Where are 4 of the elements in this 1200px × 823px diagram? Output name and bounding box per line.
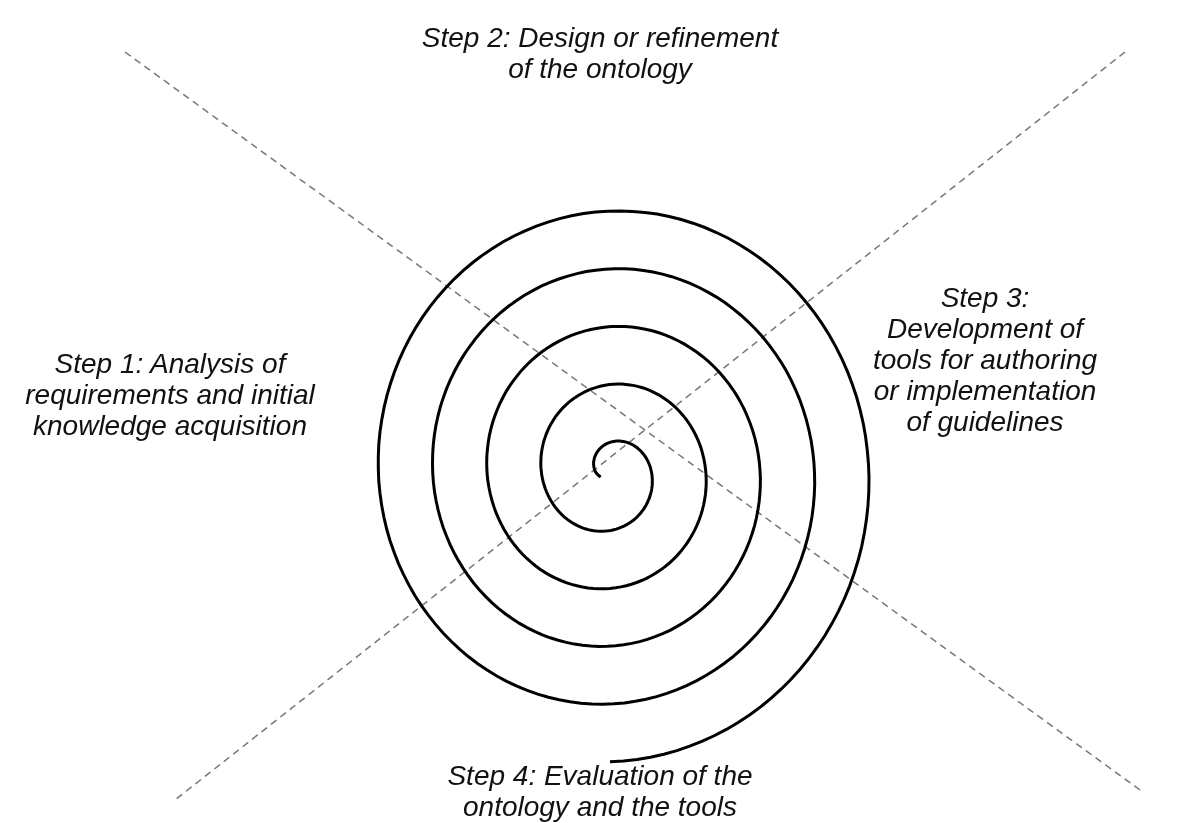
step-label: Step 1: Analysis of requirements and initial knowledge acquisition bbox=[24, 348, 317, 441]
step-label: Step 4: Evaluation of the ontology and the tools bbox=[446, 760, 754, 822]
step-label: Step 3: Development of tools for authoring or implementation of guidelines bbox=[871, 282, 1099, 437]
step-label: Step 2: Design or refinement of the ontology bbox=[420, 22, 780, 84]
